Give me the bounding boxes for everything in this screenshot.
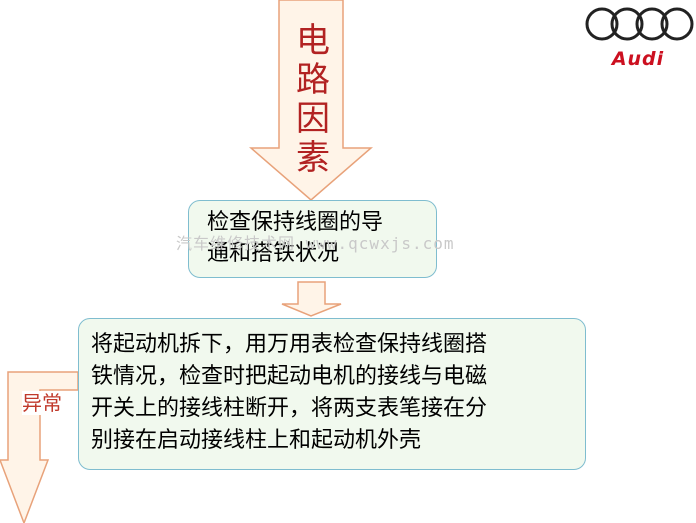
procedure-box: 将起动机拆下，用万用表检查保持线圈搭 铁情况，检查时把起动电机的接线与电磁 开关…	[78, 318, 586, 470]
box-line: 将起动机拆下，用万用表检查保持线圈搭	[91, 332, 488, 357]
circuit-factor-title: 电 路 因 素	[288, 22, 338, 178]
title-char: 电	[296, 21, 330, 61]
title-char: 素	[296, 138, 330, 178]
check-coil-box: 检查保持线圈的导 通和搭铁状况	[188, 200, 437, 278]
audi-logo-text: Audi	[611, 48, 665, 70]
abnormal-label: 异常	[22, 391, 62, 415]
top-down-arrow	[248, 0, 374, 201]
title-char: 因	[296, 99, 330, 139]
box-line: 开关上的接线柱断开，将两支表笔接在分	[91, 396, 488, 421]
middle-down-arrow	[281, 281, 342, 317]
audi-rings-icon	[585, 7, 694, 41]
box-line: 铁情况，检查时把起动电机的接线与电磁	[91, 364, 488, 389]
watermark-text: 汽车维修技术网 www.qcwxjs.com	[176, 234, 455, 253]
title-char: 路	[296, 60, 330, 100]
box-line: 通和搭铁状况	[207, 241, 340, 266]
box-line: 检查保持线圈的导	[207, 210, 384, 235]
box-line: 别接在启动接线柱上和起动机外壳	[91, 428, 422, 453]
